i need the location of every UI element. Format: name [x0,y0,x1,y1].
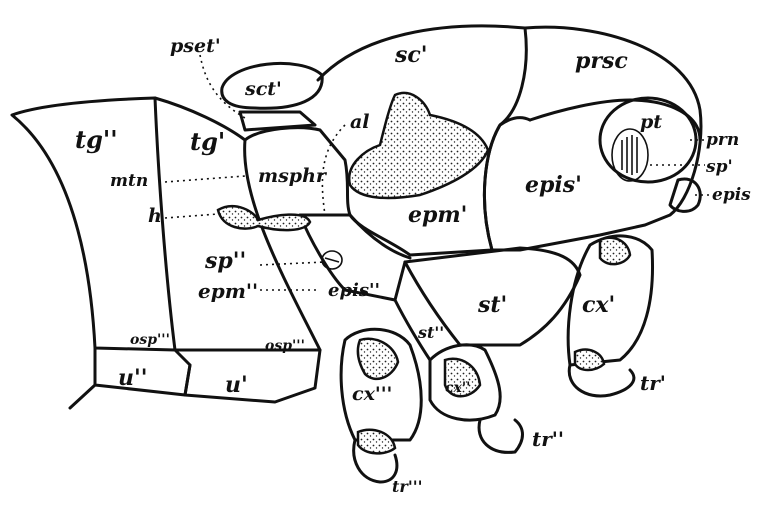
label-prsc: prsc [575,48,628,74]
label-al: al [350,111,370,133]
label-tr3: tr''' [392,477,423,496]
label-u2: u'' [118,365,147,391]
label-epis1: epis' [525,172,582,198]
label-prn: prn [706,130,739,150]
stippled-regions [216,91,632,455]
label-epm1: epm' [408,202,467,228]
label-tr1: tr' [640,371,666,395]
label-sct: sct' [244,78,282,100]
label-msphr: msphr [258,165,328,187]
label-osp3-mid: osp''' [265,338,305,354]
label-st2: st'' [417,323,444,342]
label-epis-right: epis [712,185,751,205]
label-epm2: epm'' [198,279,258,303]
spiracle-sp2 [321,250,343,270]
spiracles [321,135,638,270]
label-pset: pset' [170,35,221,57]
label-st1: st' [477,292,507,318]
label-pt: pt [640,111,662,133]
label-sp2: sp'' [204,248,246,274]
label-mtn: mtn [110,171,148,191]
label-tr2: tr'' [532,427,564,451]
label-sc: sc' [394,42,428,68]
label-h: h [148,205,162,227]
label-cx1: cx' [582,292,615,318]
label-sp1: sp' [705,157,733,177]
label-tg2: tg'' [75,125,118,154]
label-osp3-left: osp''' [130,332,170,348]
label-cx3: cx''' [352,383,392,405]
label-tg1: tg' [190,127,225,156]
leader-lines [164,54,710,291]
sclerite-outlines [10,24,703,484]
label-cx2: cx'' [445,380,470,396]
figure-labels: pset' sct' sc' prsc al pt prn sp' epis t… [75,35,751,496]
label-u1: u' [225,372,248,398]
spiracle-sp1 [621,135,638,175]
label-epis2: epis'' [328,280,380,301]
